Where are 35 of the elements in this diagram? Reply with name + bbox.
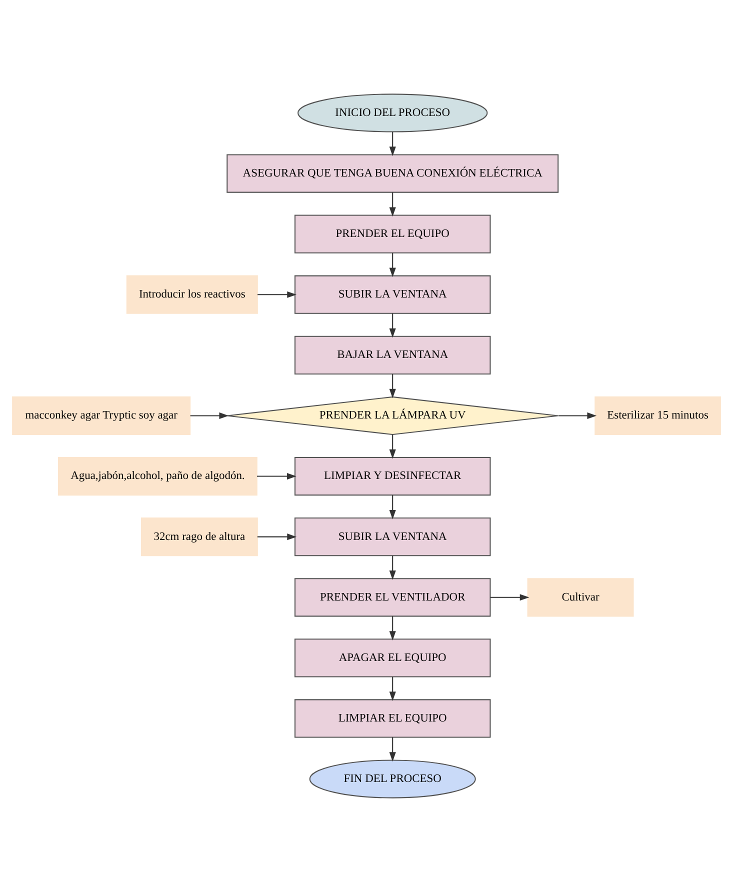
- arrow: [389, 676, 396, 702]
- node-box: macconkey agar Tryptic soy agar: [12, 396, 191, 436]
- node-box: ASEGURAR QUE TENGA BUENA CONEXIÓN ELÉCTRICA: [226, 154, 559, 193]
- arrow: [389, 132, 396, 156]
- arrow: [389, 313, 396, 338]
- node-box: SUBIR LA VENTANA: [294, 518, 491, 556]
- arrow: [389, 192, 396, 217]
- arrow: [257, 534, 297, 540]
- node-box: 32cm rago de altura: [141, 518, 258, 556]
- node-box: APAGAR EL EQUIPO: [294, 638, 491, 678]
- arrow: [490, 594, 530, 601]
- arrow: [190, 412, 229, 420]
- arrow: [558, 412, 597, 420]
- arrow: [256, 472, 296, 480]
- node-diamond: PRENDER LA LÁMPARA UV: [226, 396, 558, 436]
- node-box: Introducir los reactivos: [126, 275, 258, 314]
- node-box: BAJAR LA VENTANA: [294, 336, 491, 374]
- node-ellipse: FIN DEL PROCESO: [309, 760, 476, 798]
- node-ellipse: INICIO DEL PROCESO: [297, 94, 488, 132]
- arrow: [389, 556, 396, 580]
- node-box: PRENDER EL EQUIPO: [294, 214, 491, 254]
- arrow: [389, 737, 396, 762]
- node-box: SUBIR LA VENTANA: [294, 275, 491, 314]
- node-box: Esterilizar 15 minutos: [594, 396, 721, 436]
- node-box: LIMPIAR Y DESINFECTAR: [294, 456, 491, 496]
- node-box: Cultivar: [527, 578, 634, 617]
- node-box: PRENDER EL VENTILADOR: [294, 578, 491, 617]
- arrow: [389, 252, 396, 278]
- arrow: [258, 291, 297, 298]
- arrow: [389, 374, 396, 398]
- node-box: Agua,jabón,alcohol, paño de algodón.: [58, 456, 258, 496]
- arrow: [389, 616, 396, 640]
- arrow: [389, 495, 396, 520]
- node-box: LIMPIAR EL EQUIPO: [294, 699, 491, 738]
- arrow: [389, 434, 396, 459]
